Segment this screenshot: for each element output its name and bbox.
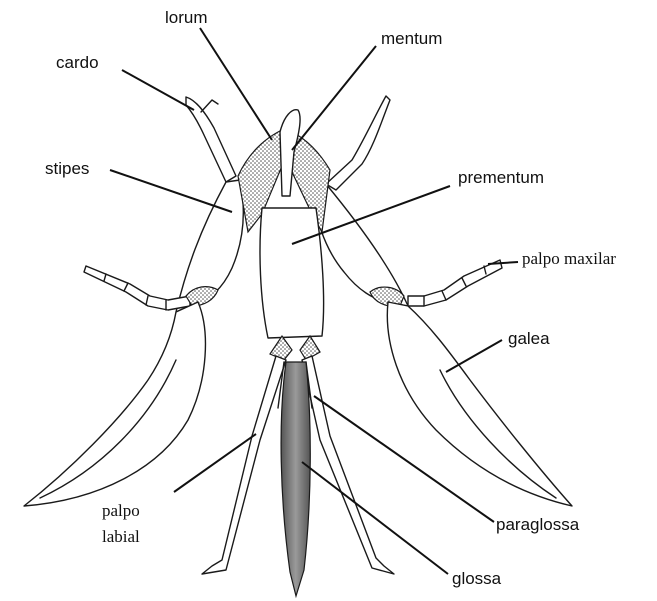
leader-galea — [446, 340, 502, 372]
label-glossa: glossa — [452, 569, 502, 588]
leader-palpo-maxilar — [488, 262, 518, 264]
right-cardo — [326, 96, 390, 190]
label-palpo-labial-1: palpo — [102, 501, 140, 520]
label-palpo-maxilar: palpo maxilar — [522, 249, 616, 268]
labels: lorum mentum cardo stipes prementum palp… — [45, 8, 616, 588]
left-galea — [24, 302, 205, 506]
right-labial-palp — [302, 356, 394, 574]
label-lorum: lorum — [165, 8, 208, 27]
label-galea: galea — [508, 329, 550, 348]
label-palpo-labial-2: labial — [102, 527, 140, 546]
label-paraglossa: paraglossa — [496, 515, 580, 534]
right-maxilla — [312, 96, 572, 506]
label-mentum: mentum — [381, 29, 442, 48]
label-prementum: prementum — [458, 168, 544, 187]
right-maxillary-palp — [408, 260, 502, 306]
label-cardo: cardo — [56, 53, 99, 72]
prementum-plate — [260, 208, 324, 338]
label-stipes: stipes — [45, 159, 89, 178]
left-maxillary-palp — [84, 266, 190, 310]
paraglossa-left-lobe — [270, 336, 292, 360]
leader-stipes — [110, 170, 232, 212]
leader-cardo — [122, 70, 194, 110]
leader-mentum — [292, 46, 376, 150]
glossa-tongue — [281, 362, 310, 596]
left-labial-palp — [202, 356, 286, 574]
